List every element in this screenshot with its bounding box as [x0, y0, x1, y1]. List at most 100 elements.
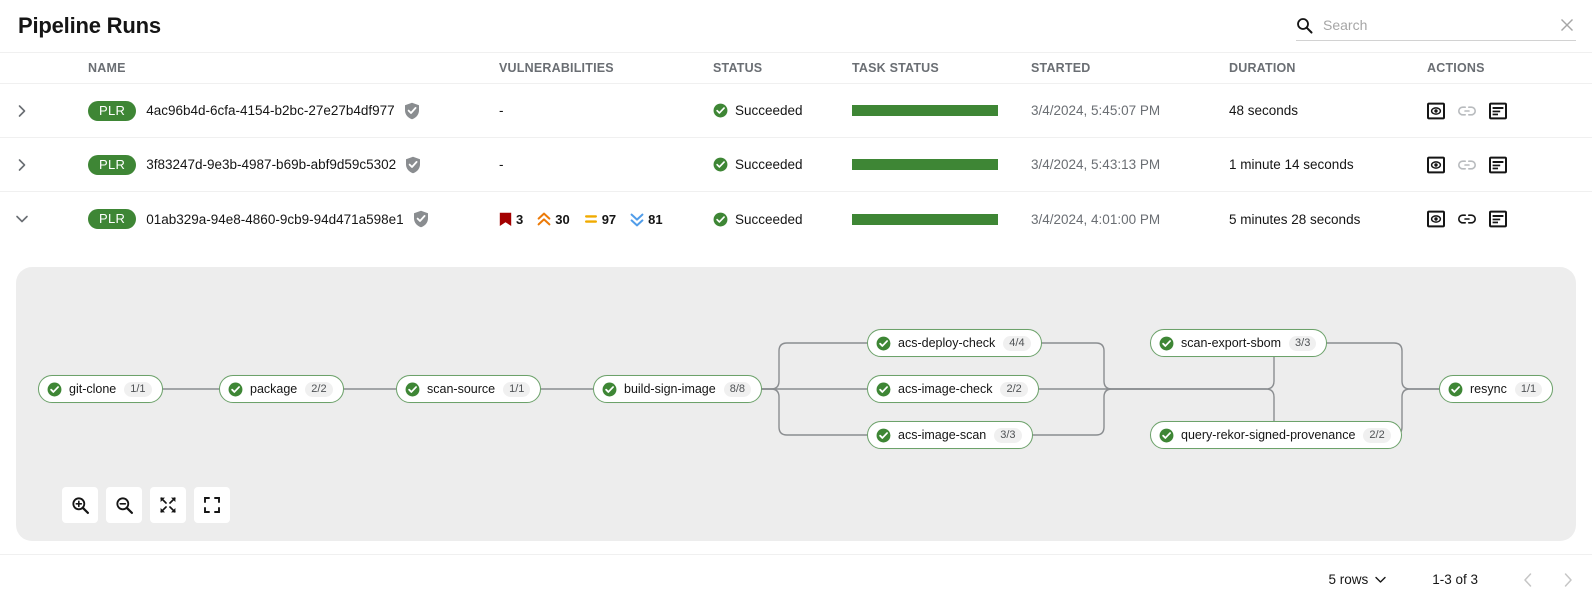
node-check-icon	[228, 382, 243, 397]
page-title: Pipeline Runs	[18, 13, 161, 38]
graph-node-label: acs-image-check	[898, 382, 993, 396]
check-circle-icon	[713, 103, 728, 118]
zoom-out-icon[interactable]	[106, 487, 142, 523]
status-cell: Succeeded	[702, 157, 844, 172]
task-status-cell	[844, 159, 1022, 170]
search-input[interactable]	[1323, 17, 1558, 33]
preview-icon[interactable]	[1427, 210, 1445, 228]
task-status-bar-fill	[852, 105, 998, 116]
logs-icon[interactable]	[1489, 156, 1507, 174]
graph-node-label: query-rekor-signed-provenance	[1181, 428, 1356, 442]
duration-cell: 5 minutes 28 seconds	[1229, 211, 1361, 227]
severity-count: 3	[516, 211, 524, 227]
severity-low: 81	[630, 212, 663, 227]
vulnerabilities-empty: -	[499, 157, 504, 172]
task-status-cell	[844, 105, 1022, 116]
graph-controls[interactable]	[62, 487, 230, 523]
resource-kind-badge: PLR	[88, 100, 137, 121]
link-icon[interactable]	[1457, 157, 1477, 173]
table-body: PLR 4ac96b4d-6cfa-4154-b2bc-27e27b4df977 -…	[0, 84, 1592, 246]
resource-kind-badge: PLR	[88, 154, 137, 175]
shield-check-icon	[404, 102, 420, 120]
graph-node-count: 3/3	[1289, 335, 1317, 351]
chevron-down-icon[interactable]	[9, 206, 35, 232]
status-cell: Succeeded	[702, 103, 844, 118]
chevron-right-icon[interactable]	[9, 152, 35, 178]
started-cell: 3/4/2024, 5:45:07 PM	[1031, 103, 1161, 118]
table-row[interactable]: PLR 4ac96b4d-6cfa-4154-b2bc-27e27b4df977 -…	[0, 84, 1592, 138]
column-header-started: STARTED	[1031, 61, 1091, 75]
actions-cell	[1418, 102, 1592, 120]
chevron-right-icon[interactable]	[9, 98, 35, 124]
row-expand-cell	[0, 152, 44, 178]
run-name-link[interactable]: 01ab329a-94e8-4860-9cb9-94d471a598e1	[146, 211, 404, 227]
close-icon[interactable]	[1558, 16, 1576, 34]
task-status-bar	[852, 213, 998, 225]
severity-critical-icon	[499, 212, 512, 227]
logs-icon[interactable]	[1489, 210, 1507, 228]
link-icon[interactable]	[1457, 211, 1477, 227]
column-header-actions: ACTIONS	[1427, 61, 1485, 75]
expand-arrows-icon[interactable]	[150, 487, 186, 523]
graph-node-label: scan-source	[427, 382, 496, 396]
column-header-vulnerabilities: VULNERABILITIES	[499, 61, 614, 75]
task-status-bar	[852, 105, 998, 116]
run-name-cell: PLR 4ac96b4d-6cfa-4154-b2bc-27e27b4df977	[44, 100, 490, 121]
logs-icon[interactable]	[1489, 102, 1507, 120]
preview-icon[interactable]	[1427, 102, 1445, 120]
graph-node-count: 2/2	[305, 381, 333, 397]
node-check-icon	[1448, 382, 1463, 397]
graph-node-count: 1/1	[124, 381, 152, 397]
pagination-controls[interactable]	[1522, 572, 1574, 588]
graph-node-count: 1/1	[1514, 381, 1543, 397]
vulnerabilities-cell: -	[490, 157, 702, 172]
fullscreen-icon[interactable]	[194, 487, 230, 523]
row-expand-cell	[0, 98, 44, 124]
chevron-left-icon[interactable]	[1522, 572, 1534, 588]
duration-cell: 1 minute 14 seconds	[1229, 157, 1354, 172]
pipeline-runs-table: NAME VULNERABILITIES STATUS TASK STATUS …	[0, 52, 1592, 246]
run-name-link[interactable]: 3f83247d-9e3b-4987-b69b-abf9d59c5302	[146, 157, 397, 172]
severity-low-icon	[630, 212, 644, 227]
node-check-icon	[602, 382, 617, 397]
node-check-icon	[405, 382, 420, 397]
run-name-link[interactable]: 4ac96b4d-6cfa-4154-b2bc-27e27b4df977	[146, 103, 395, 118]
graph-node-acs-image-scan[interactable]: acs-image-scan 3/3	[867, 421, 1033, 449]
table-row[interactable]: PLR 3f83247d-9e3b-4987-b69b-abf9d59c5302 -…	[0, 138, 1592, 192]
preview-icon[interactable]	[1427, 156, 1445, 174]
caret-down-icon	[1375, 572, 1386, 587]
node-check-icon	[876, 336, 891, 351]
rows-per-page-select[interactable]: 5 rows	[1328, 572, 1386, 587]
graph-node-package[interactable]: package 2/2	[219, 375, 344, 403]
node-check-icon	[1159, 336, 1174, 351]
search-box[interactable]	[1296, 11, 1576, 41]
zoom-in-icon[interactable]	[62, 487, 98, 523]
severity-important-icon	[537, 212, 551, 227]
chevron-right-icon[interactable]	[1562, 572, 1574, 588]
graph-node-label: package	[250, 382, 298, 396]
graph-node-count: 4/4	[1003, 335, 1031, 351]
task-status-bar	[852, 159, 998, 170]
actions-cell	[1418, 156, 1592, 174]
graph-node-git-clone[interactable]: git-clone 1/1	[38, 375, 163, 403]
column-header-name: NAME	[88, 61, 126, 75]
graph-node-count: 3/3	[994, 427, 1022, 443]
graph-edges	[155, 342, 1439, 436]
graph-node-label: acs-image-scan	[898, 428, 987, 442]
graph-node-label: git-clone	[69, 382, 117, 396]
link-icon[interactable]	[1457, 103, 1477, 119]
vulnerabilities-cell: -	[490, 103, 702, 118]
check-circle-icon	[713, 212, 728, 227]
status-cell: Succeeded	[702, 212, 844, 227]
graph-node-scan-export-sbom[interactable]: scan-export-sbom 3/3	[1150, 329, 1328, 357]
graph-node-label: scan-export-sbom	[1181, 336, 1282, 350]
